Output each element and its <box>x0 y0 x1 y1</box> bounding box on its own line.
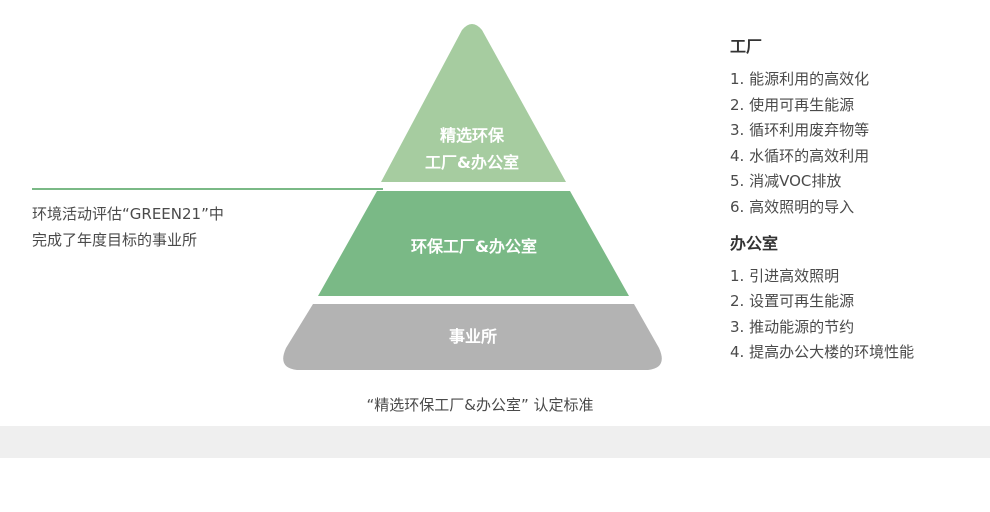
diagram-caption: “精选环保工厂&办公室” 认定标准 <box>366 396 593 414</box>
factory-item: 6. 高效照明的导入 <box>730 197 855 216</box>
factory-title: 工厂 <box>730 37 763 56</box>
factory-item: 1. 能源利用的高效化 <box>730 70 870 88</box>
office-item: 1. 引进高效照明 <box>730 266 840 285</box>
office-item: 2. 设置可再生能源 <box>730 292 855 311</box>
factory-item: 2. 使用可再生能源 <box>730 95 855 114</box>
pyramid-tier-middle <box>318 191 629 296</box>
factory-item: 5. 消减VOC排放 <box>730 172 842 191</box>
tier-top-label-line2: 工厂&办公室 <box>425 153 519 172</box>
tier-bottom-label: 事业所 <box>449 327 497 346</box>
office-section: 办公室 1. 引进高效照明 2. 设置可再生能源 3. 推动能源的节约 4. 提… <box>730 233 985 366</box>
footer-band <box>0 426 990 458</box>
criteria-panel: 工厂 1. 能源利用的高效化 2. 使用可再生能源 3. 循环利用废弃物等 4.… <box>730 36 985 378</box>
factory-section: 工厂 1. 能源利用的高效化 2. 使用可再生能源 3. 循环利用废弃物等 4.… <box>730 36 985 221</box>
factory-item: 4. 水循环的高效利用 <box>730 146 870 165</box>
pyramid-tier-top <box>381 24 566 182</box>
tier-top-label-line1: 精选环保 <box>440 126 505 145</box>
office-item: 4. 提高办公大楼的环境性能 <box>730 343 915 362</box>
pyramid-tier-bottom <box>283 304 662 370</box>
note-line1: 环境活动评估“GREEN21”中 <box>32 205 224 223</box>
note-line2: 完成了年度目标的事业所 <box>32 231 197 249</box>
office-title: 办公室 <box>730 233 779 253</box>
factory-item: 3. 循环利用废弃物等 <box>730 121 870 140</box>
office-list: 1. 引进高效照明 2. 设置可再生能源 3. 推动能源的节约 4. 提高办公大… <box>730 264 985 366</box>
office-item: 3. 推动能源的节约 <box>730 317 855 336</box>
tier-middle-label: 环保工厂&办公室 <box>411 237 537 256</box>
factory-list: 1. 能源利用的高效化 2. 使用可再生能源 3. 循环利用废弃物等 4. 水循… <box>730 67 985 221</box>
